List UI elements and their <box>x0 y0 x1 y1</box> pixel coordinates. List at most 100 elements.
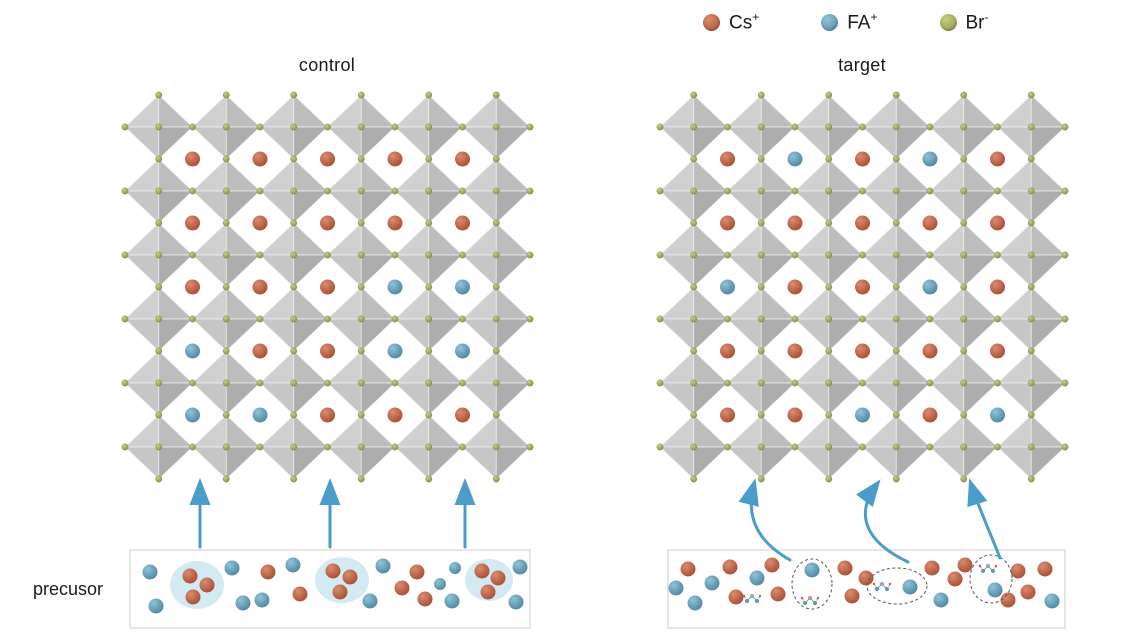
br-atom <box>121 379 129 387</box>
cs-cation <box>787 343 803 359</box>
octahedron-face <box>659 318 695 352</box>
cs-cation <box>787 279 803 295</box>
octahedron-face <box>293 190 329 224</box>
br-atom <box>492 411 500 419</box>
octahedron <box>726 158 796 224</box>
fa-precursor-sphere <box>362 593 378 609</box>
br-atom <box>222 187 230 195</box>
octahedron <box>996 286 1066 352</box>
octahedron-face <box>428 446 464 480</box>
octahedron-face <box>659 190 695 224</box>
cs-precursor-sphere <box>199 577 215 593</box>
br-atom <box>526 315 534 323</box>
cs-cation <box>720 407 735 423</box>
br-atom <box>690 155 698 163</box>
br-atom <box>222 91 230 99</box>
octahedron-face <box>760 190 796 224</box>
br-atom <box>256 123 264 131</box>
br-atom <box>155 155 163 163</box>
fa-molecule-icon <box>872 581 892 592</box>
br-sphere-icon <box>939 13 957 31</box>
octahedron <box>124 222 194 288</box>
br-atom <box>155 443 163 451</box>
precursor-to-lattice-arrow <box>738 478 792 562</box>
octahedron <box>326 222 396 288</box>
octahedron <box>461 94 531 160</box>
cs-precursor-sphere <box>764 557 780 573</box>
lattice-control <box>121 91 534 483</box>
br-atom <box>1061 251 1069 259</box>
octahedron <box>726 94 796 160</box>
octahedron-face <box>158 126 194 160</box>
octahedron-face <box>828 382 864 416</box>
cs-cation <box>455 407 470 423</box>
octahedron <box>394 414 464 480</box>
octahedron-face <box>293 254 329 288</box>
octahedron <box>259 350 329 416</box>
octahedron-face <box>963 446 999 480</box>
octahedron-face <box>963 254 999 288</box>
br-atom <box>757 155 765 163</box>
br-atom <box>256 315 264 323</box>
octahedron <box>326 350 396 416</box>
fa-precursor-sphere <box>449 562 461 574</box>
br-atom <box>960 379 968 387</box>
octahedron-face <box>760 254 796 288</box>
br-atom <box>290 347 298 355</box>
cs-precursor-sphere <box>947 571 963 587</box>
br-atom <box>757 315 765 323</box>
octahedron-face <box>828 190 864 224</box>
octahedron-face <box>293 94 329 128</box>
legend: Cs+ FA+ Br- <box>703 10 989 34</box>
cs-precursor-sphere <box>1037 561 1053 577</box>
br-atom <box>724 187 731 195</box>
octahedron <box>394 222 464 288</box>
cs-precursor-sphere <box>417 591 433 607</box>
br-atom <box>222 347 230 355</box>
br-atom <box>222 411 230 419</box>
cs-cation <box>922 215 938 231</box>
cs-cation <box>320 343 335 359</box>
fa-precursor-sphere <box>687 595 703 611</box>
br-atom <box>256 443 264 451</box>
octahedron-face <box>326 94 362 128</box>
octahedron-face <box>428 190 464 224</box>
octahedron <box>726 350 796 416</box>
br-atom <box>357 283 365 291</box>
octahedron-face <box>828 126 864 160</box>
br-atom <box>425 475 433 483</box>
octahedron-face <box>895 190 931 224</box>
legend-item-cs: Cs+ <box>703 10 759 34</box>
br-atom <box>892 219 900 227</box>
br-atom <box>825 443 833 451</box>
octahedron <box>124 94 194 160</box>
br-atom <box>290 443 298 451</box>
br-atom <box>290 251 298 259</box>
br-atom <box>757 187 765 195</box>
octahedron <box>794 222 864 288</box>
octahedron <box>861 94 931 160</box>
br-atom <box>859 315 866 323</box>
octahedron-face <box>659 350 695 384</box>
cs-cation <box>990 279 1005 295</box>
br-atom <box>492 91 500 99</box>
octahedron-face <box>360 318 396 352</box>
br-atom <box>724 443 731 451</box>
octahedron <box>394 94 464 160</box>
br-atom <box>155 187 163 195</box>
br-atom <box>791 443 799 451</box>
octahedron-face <box>693 254 729 288</box>
br-atom <box>357 155 365 163</box>
br-atom <box>155 251 163 259</box>
cs-cation <box>320 215 335 231</box>
br-atom <box>189 443 196 451</box>
legend-label-fa: FA+ <box>847 10 878 34</box>
fa-cation <box>922 151 938 167</box>
octahedron-face <box>428 126 464 160</box>
br-atom <box>825 283 833 291</box>
cs-cation <box>252 215 268 231</box>
octahedron <box>861 286 931 352</box>
br-atom <box>526 379 534 387</box>
control-precursor <box>129 549 531 629</box>
br-atom <box>222 155 230 163</box>
